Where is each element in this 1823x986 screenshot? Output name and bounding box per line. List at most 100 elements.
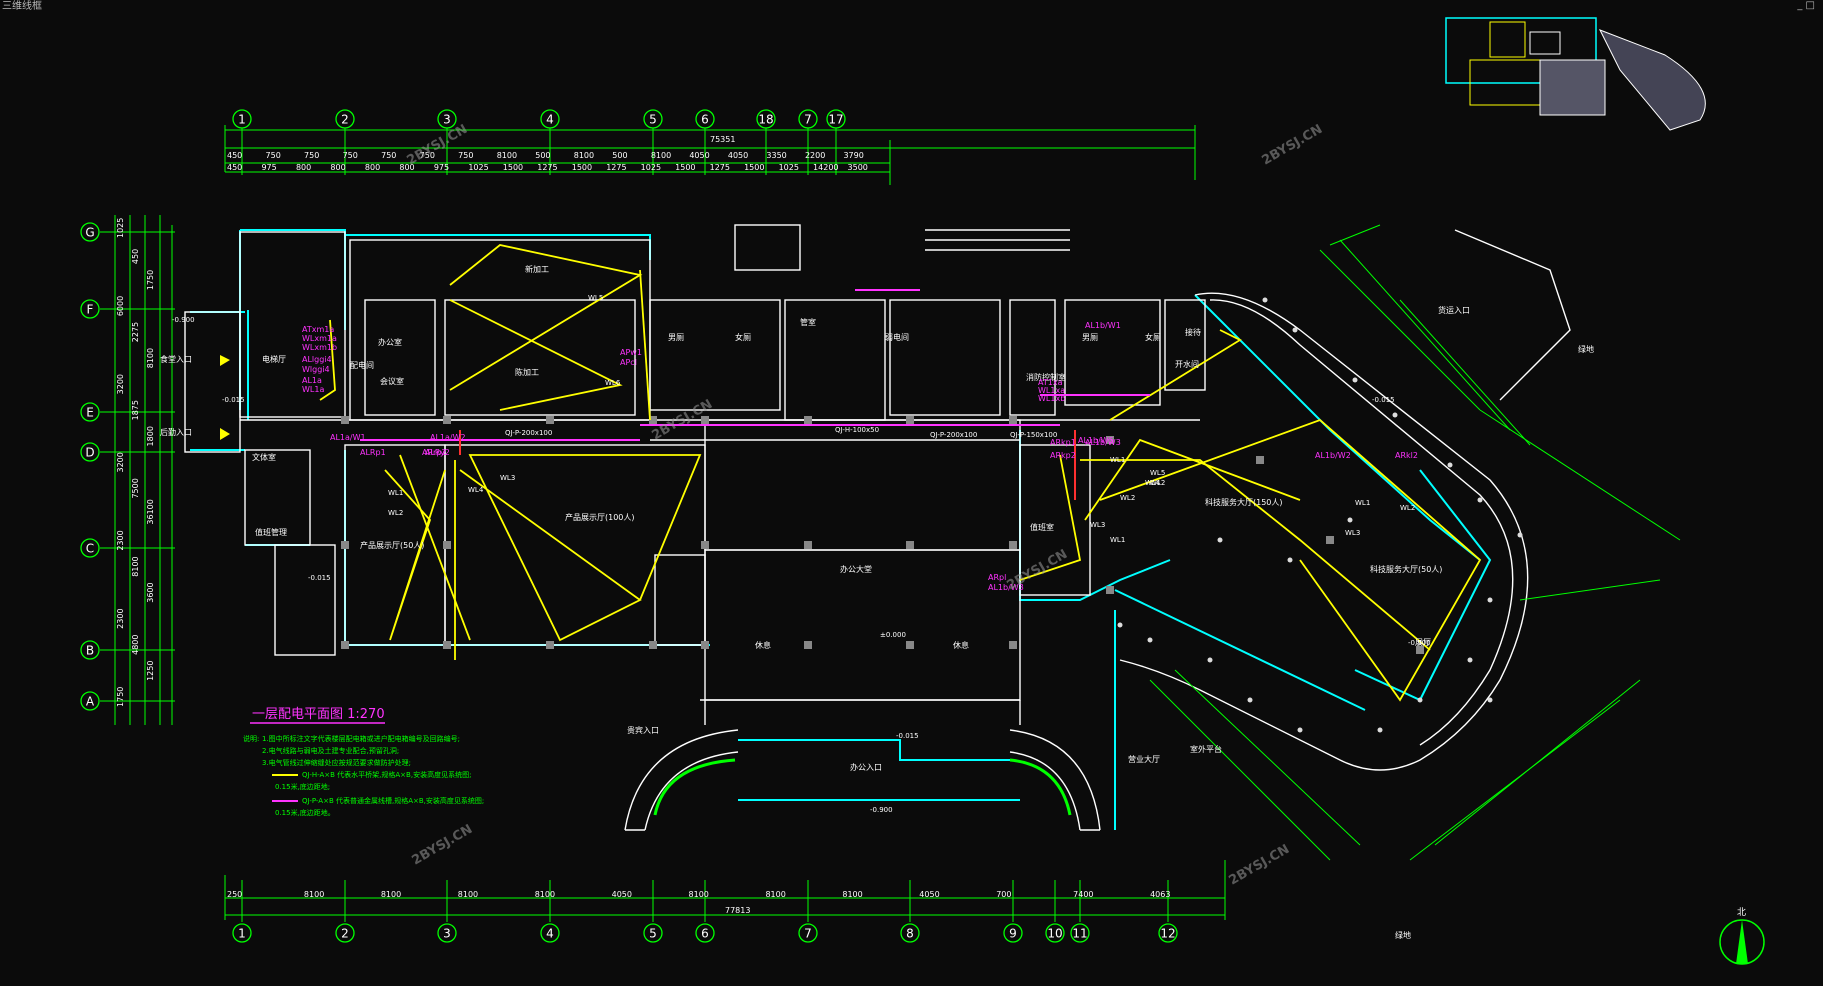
grid-bubble: E — [80, 402, 100, 422]
grid-bubble: 2 — [335, 923, 355, 943]
room-label: 值班室 — [1030, 522, 1054, 532]
grid-label: F — [87, 303, 94, 317]
dim-value: 800 — [399, 163, 414, 172]
grid-label: 11 — [1072, 927, 1087, 941]
circuit-label: WL1 — [1110, 536, 1125, 544]
grid-bubble: 4 — [540, 923, 560, 943]
dim-value: 500 — [612, 151, 627, 160]
grid-bubble: 8 — [900, 923, 920, 943]
top-dimension-lines — [224, 125, 1196, 185]
grid-label: 18 — [758, 113, 773, 127]
room-label: 值班管理 — [255, 527, 287, 537]
key-plan-minimap[interactable] — [1445, 17, 1706, 131]
grid-label: 5 — [649, 927, 657, 941]
panel-label: AL1a — [302, 376, 322, 385]
dim-value: 8100 — [842, 890, 862, 899]
dim-value: 3200 — [116, 452, 125, 472]
dim-value: 750 — [266, 151, 281, 160]
circuit-label: WL4 — [1145, 479, 1161, 487]
dim-value: 1500 — [675, 163, 695, 172]
dim-value: 250 — [227, 890, 242, 899]
room-label: 电梯厅 — [262, 354, 286, 364]
room-label: 绿地 — [1395, 930, 1411, 940]
grid-bubble: 18 — [756, 109, 776, 129]
panel-label: AL1b/W5 — [1078, 436, 1114, 445]
dim-value: 500 — [535, 151, 550, 160]
room-label: 休息 — [755, 640, 771, 650]
dim-value: 14200 — [813, 163, 838, 172]
room-label: 营业大厅 — [1128, 754, 1160, 764]
entrance-arcs — [624, 729, 1101, 831]
inner-walls — [184, 224, 1206, 725]
grid-label: 9 — [1009, 927, 1017, 941]
level-label: -0.900 — [1408, 639, 1431, 647]
room-label: 配电间 — [350, 360, 374, 370]
room-label: 女厕 — [735, 332, 751, 342]
panel-label: APcl — [620, 358, 637, 367]
room-label: 开水间 — [1175, 359, 1199, 369]
dim-value: 8100 — [574, 151, 594, 160]
dim-value: 1275 — [710, 163, 730, 172]
panel-label: Wlggi4 — [302, 365, 330, 374]
note-line: QJ-P-A×B 代表普通金属线槽,规格A×B,安装高度见系统图; — [302, 796, 484, 805]
curved-wing-outline — [1119, 229, 1571, 771]
watermark: 2BYSJ.CN — [405, 122, 471, 169]
dim-value: 8100 — [765, 890, 785, 899]
dim-value: 750 — [420, 151, 435, 160]
dim-value: 1500 — [503, 163, 523, 172]
circuit-label: WL4 — [468, 486, 484, 494]
panel-label: ATxm1a — [302, 325, 334, 334]
circuit-label: WL2 — [1400, 504, 1415, 512]
bottom-total-dim: 77813 — [725, 906, 750, 915]
room-label: 弱电间 — [885, 332, 909, 342]
dim-value: 1750 — [116, 687, 125, 707]
dim-value: 4050 — [689, 151, 709, 160]
window-controls[interactable]: _ □ — [1797, 0, 1815, 11]
circuit-label: WL3 — [1345, 529, 1360, 537]
dim-value: 7400 — [1073, 890, 1093, 899]
dim-value: 2300 — [116, 608, 125, 628]
circuit-label: WL1 — [388, 489, 403, 497]
circuit-label: WL2 — [388, 509, 403, 517]
cable-routes — [319, 244, 1482, 702]
room-label: 办公大堂 — [840, 564, 872, 574]
entrance-arrows — [220, 355, 230, 440]
panel-label: ALRy2 — [425, 448, 450, 457]
watermark: 2BYSJ.CN — [1260, 122, 1326, 169]
dim-value: 8100 — [497, 151, 517, 160]
grid-label: A — [86, 695, 95, 709]
left-dimension-lines — [114, 215, 173, 725]
panel-label: ARkp1 — [1050, 438, 1076, 447]
circuit-label: WL1 — [1110, 456, 1125, 464]
grid-bubble: 17 — [826, 109, 846, 129]
panel-label: ALRp1 — [360, 448, 386, 457]
circuit-label: WL3 — [500, 474, 515, 482]
dim-value: 975 — [261, 163, 276, 172]
dim-value: 4050 — [919, 890, 939, 899]
dim-value: 1275 — [606, 163, 626, 172]
dim-value: 2200 — [805, 151, 825, 160]
grid-label: 7 — [804, 927, 812, 941]
grid-bubble: 6 — [695, 923, 715, 943]
grid-bubble: 1 — [232, 109, 252, 129]
grid-bubble: 7 — [798, 109, 818, 129]
dim-value: 1800 — [146, 426, 155, 446]
grid-label: 6 — [701, 113, 709, 127]
dim-value: 8100 — [651, 151, 671, 160]
left-dim-column: 1025450175060002275810032001875180032007… — [116, 218, 155, 707]
level-label: -0.015 — [1372, 396, 1395, 404]
dim-value: 1025 — [116, 218, 125, 238]
grid-label: 7 — [804, 113, 812, 127]
dim-value: 7500 — [131, 478, 140, 498]
note-line: 1.图中所标注文字代表楼层配电箱或进户配电箱编号及回路编号; — [262, 734, 460, 743]
room-labels: 电梯厅 新加工 陈加工 办公室 配电间 会议室 产品展示厅(100人) 产品展示… — [160, 264, 1594, 940]
grid-bubble: B — [80, 640, 100, 660]
grid-bubble: 6 — [695, 109, 715, 129]
room-label: 后勤入口 — [160, 427, 192, 437]
grid-label: 1 — [238, 113, 246, 127]
level-labels: -0.900-0.015-0.015±0.000-0.015-0.900-0.0… — [172, 316, 1431, 814]
panel-label: AT1xa — [1038, 378, 1063, 387]
